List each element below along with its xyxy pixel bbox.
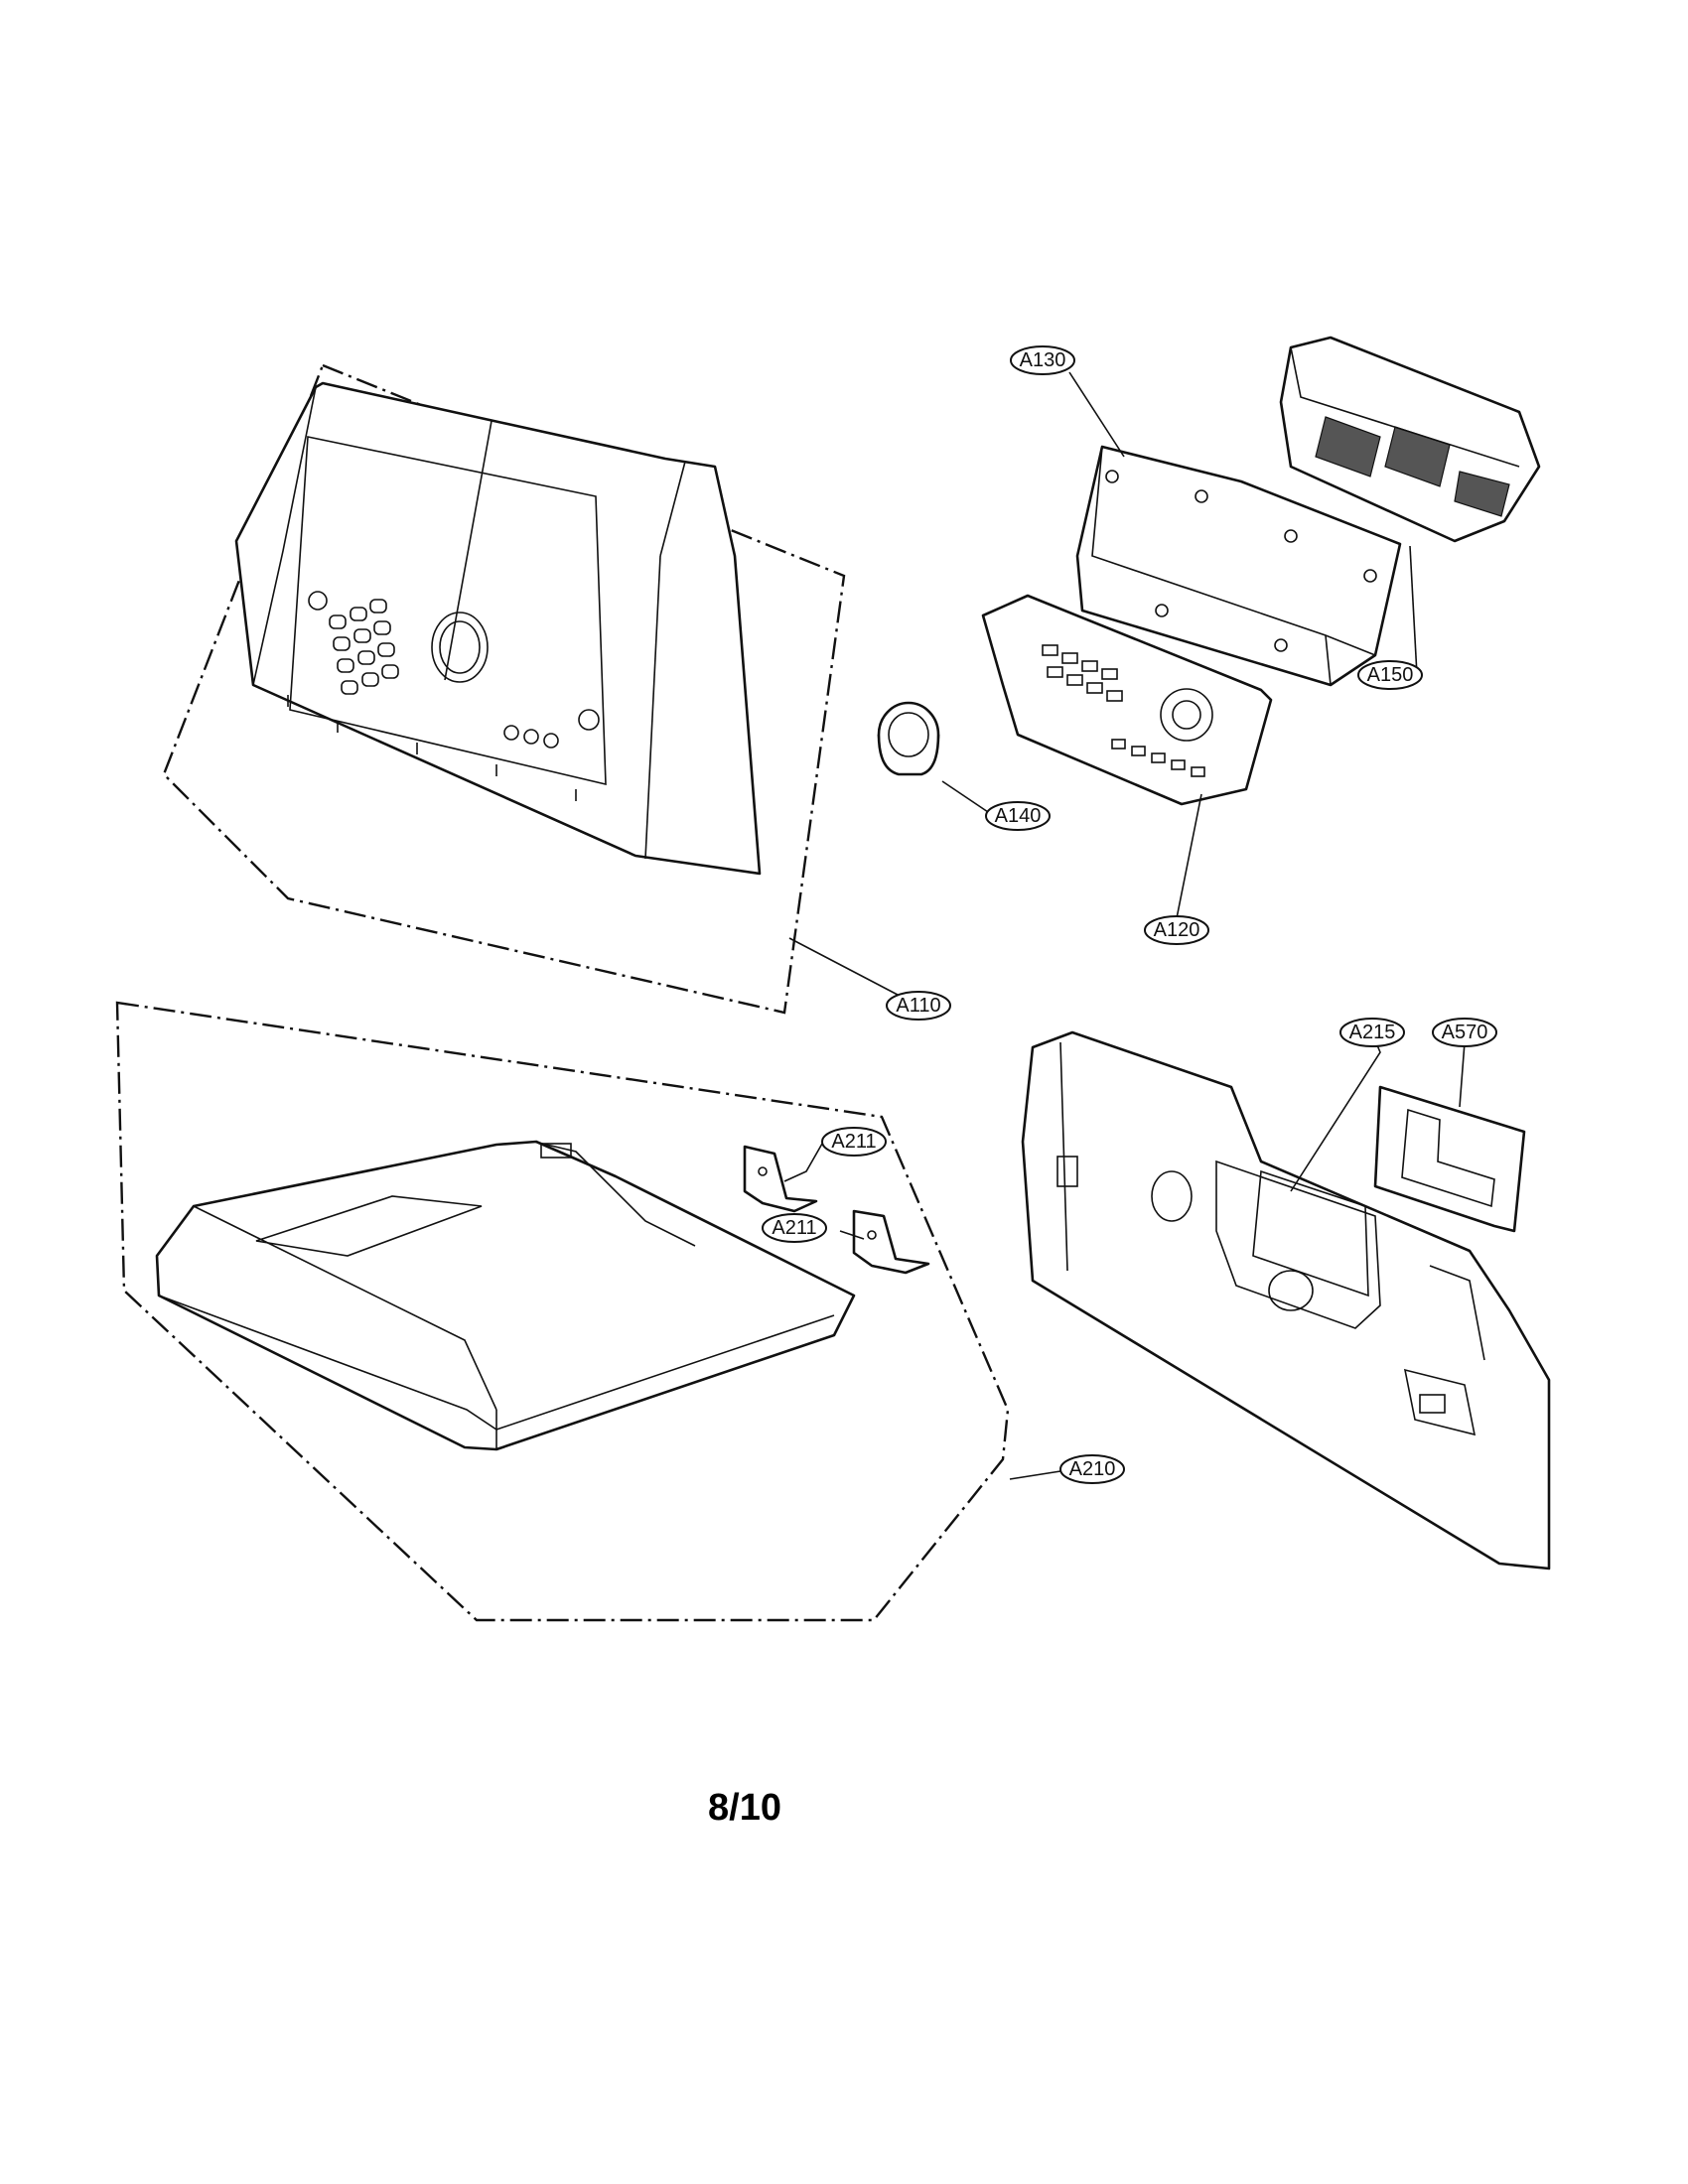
main-pcb-keys (1042, 644, 1205, 777)
control-panel-housing (234, 381, 762, 876)
callout-a210-label: A210 (1069, 1458, 1116, 1480)
callout-a130-label: A130 (1020, 349, 1066, 371)
control-panel-display-window (289, 436, 607, 786)
pcb-cover (1075, 445, 1402, 687)
rear-panel (1021, 1030, 1551, 1570)
callout-a211-top: A211 (821, 1127, 887, 1157)
control-panel-buttons (308, 591, 600, 749)
callout-a140: A140 (985, 801, 1051, 831)
main-pcb-assembly (981, 594, 1273, 806)
top-cover-opening (255, 1195, 483, 1257)
callout-a120: A120 (1144, 915, 1209, 945)
main-pcb-encoder (1160, 688, 1213, 742)
pcb-holder-mesh-right (1454, 471, 1510, 517)
callout-a570: A570 (1432, 1018, 1497, 1047)
callout-a110: A110 (886, 991, 951, 1021)
top-cover-body (155, 1140, 856, 1451)
callout-a215-label: A215 (1349, 1022, 1396, 1043)
callout-a130: A130 (1010, 345, 1075, 375)
callout-a570-label: A570 (1442, 1022, 1488, 1043)
callout-a211-bottom: A211 (762, 1213, 827, 1243)
control-panel-boundary (162, 363, 846, 1015)
hinge-bracket-bottom (852, 1209, 930, 1275)
callout-a110-label: A110 (896, 995, 940, 1017)
callout-a150-label: A150 (1367, 664, 1414, 686)
callout-a120-label: A120 (1154, 919, 1200, 941)
callout-a211-bottom-label: A211 (772, 1217, 816, 1239)
control-panel-group (162, 363, 846, 1015)
top-cover-group (115, 1001, 1010, 1622)
callout-a215: A215 (1339, 1018, 1405, 1047)
callout-a210: A210 (1059, 1454, 1125, 1484)
pcb-holder-mesh-left (1315, 416, 1381, 478)
knob (877, 701, 940, 776)
callout-a211-top-label: A211 (831, 1131, 876, 1153)
hinge-bracket-top (743, 1145, 818, 1213)
control-panel-knob-opening (431, 612, 489, 683)
page-number: 8/10 (708, 1787, 781, 1829)
top-cover-boundary (115, 1001, 1010, 1622)
cover-plate (1373, 1085, 1526, 1233)
callout-a140-label: A140 (995, 805, 1042, 827)
callout-a150: A150 (1357, 660, 1423, 690)
